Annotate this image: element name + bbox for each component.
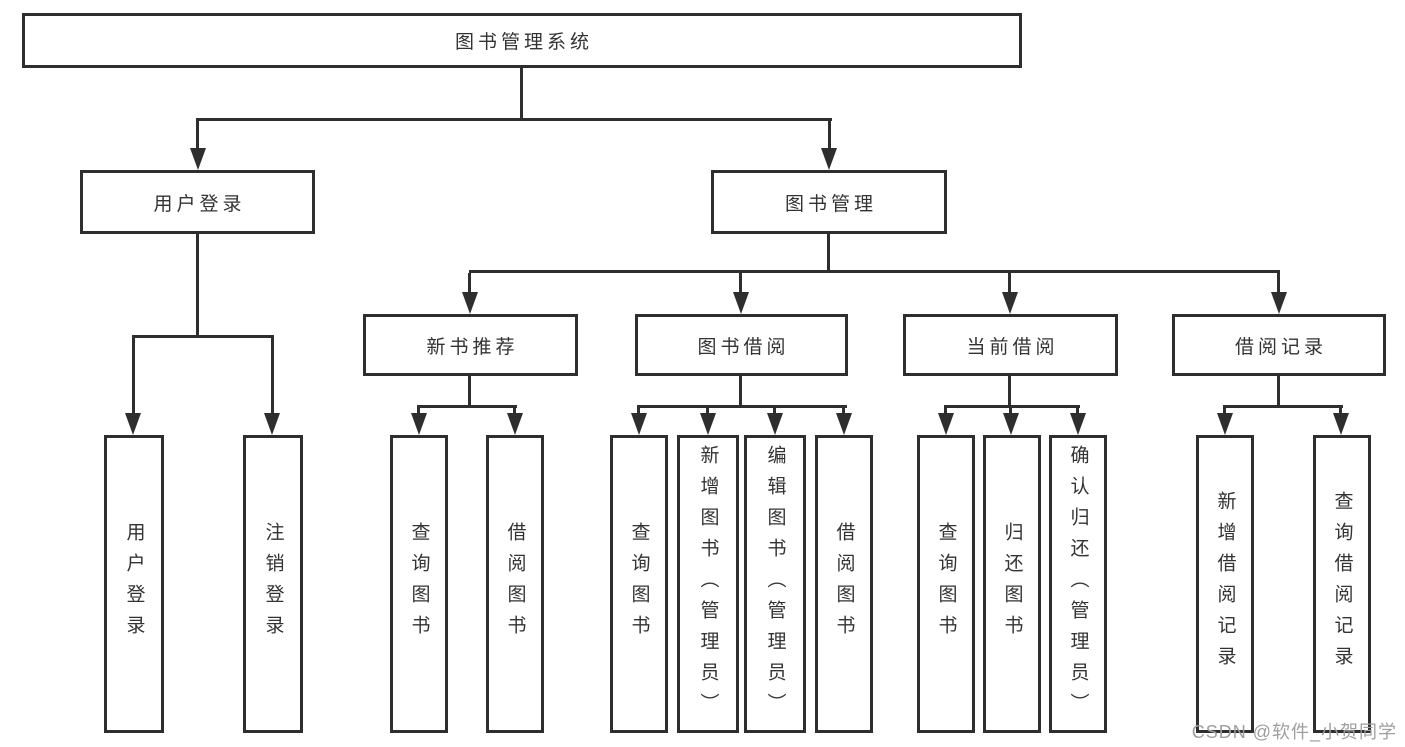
arrowhead-down-icon (836, 413, 852, 435)
connector-stem (1223, 408, 1226, 415)
connector-book-mgmt-vertical (827, 234, 830, 272)
connector-stem (1008, 273, 1011, 294)
arrowhead-down-icon (125, 413, 141, 435)
connector-stem (739, 273, 742, 294)
connector-stem (1076, 408, 1079, 415)
connector-current-vertical (1008, 376, 1011, 407)
node-book-management: 图书管理 (711, 170, 947, 234)
leaf-user-login: 用户登录 (104, 435, 164, 733)
connector-stem (828, 121, 831, 150)
leaf-newbook-query: 查询图书 (390, 435, 448, 733)
connector-current-horizontal (944, 405, 1080, 408)
leaf-records-add: 新增借阅记录 (1196, 435, 1254, 733)
csdn-watermark: CSDN @软件_小贺同学 (1191, 722, 1397, 742)
leaf-borrow-edit-admin: 编辑图书（管理员） (744, 435, 806, 733)
node-current-borrow: 当前借阅 (903, 314, 1118, 376)
arrowhead-down-icon (938, 413, 954, 435)
arrowhead-down-icon (462, 292, 478, 314)
connector-stem (132, 338, 135, 415)
arrowhead-down-icon (1002, 292, 1018, 314)
connector-stem (637, 408, 640, 415)
leaf-label: 查询图书 (628, 522, 650, 646)
connector-new-book-horizontal (417, 405, 517, 408)
leaf-records-query: 查询借阅记录 (1313, 435, 1371, 733)
leaf-label: 注销登录 (262, 522, 284, 646)
connector-stem (513, 408, 516, 415)
connector-stem (706, 408, 709, 415)
leaf-borrow-borrow: 借阅图书 (815, 435, 873, 733)
leaf-label: 编辑图书（管理员） (764, 444, 786, 724)
connector-stem (468, 273, 471, 294)
leaf-borrow-add-admin: 新增图书（管理员） (677, 435, 739, 733)
connector-borrow-horizontal (637, 405, 847, 408)
connector-stem (944, 408, 947, 415)
connector-stem (417, 408, 420, 415)
connector-root-horizontal (196, 118, 832, 121)
connector-stem (1339, 408, 1342, 415)
leaf-label: 借阅图书 (833, 522, 855, 646)
leaf-current-confirm-admin: 确认归还（管理员） (1049, 435, 1107, 733)
leaf-label: 借阅图书 (504, 522, 526, 646)
connector-stem (1277, 273, 1280, 294)
connector-book-mgmt-horizontal (469, 270, 1280, 273)
node-root: 图书管理系统 (22, 13, 1022, 68)
node-user-login: 用户登录 (80, 170, 315, 234)
leaf-current-return: 归还图书 (983, 435, 1041, 733)
connector-new-book-vertical (468, 376, 471, 407)
arrowhead-down-icon (733, 292, 749, 314)
leaf-label: 查询图书 (408, 522, 430, 646)
arrowhead-down-icon (631, 413, 647, 435)
connector-borrow-vertical (739, 376, 742, 407)
leaf-current-query: 查询图书 (917, 435, 975, 733)
leaf-logout: 注销登录 (243, 435, 303, 733)
arrowhead-down-icon (1217, 413, 1233, 435)
arrowhead-down-icon (1003, 413, 1019, 435)
arrowhead-down-icon (1333, 413, 1349, 435)
connector-stem (842, 408, 845, 415)
arrowhead-down-icon (411, 413, 427, 435)
arrowhead-down-icon (700, 413, 716, 435)
arrowhead-down-icon (821, 148, 837, 170)
connector-stem (773, 408, 776, 415)
arrowhead-down-icon (507, 413, 523, 435)
node-book-borrow: 图书借阅 (635, 314, 848, 376)
connector-stem (196, 121, 199, 150)
arrowhead-down-icon (264, 413, 280, 435)
connector-stem (1009, 408, 1012, 415)
node-borrow-records: 借阅记录 (1172, 314, 1386, 376)
connector-root-vertical (520, 68, 523, 120)
arrowhead-down-icon (190, 148, 206, 170)
connector-user-login-vertical (196, 234, 199, 337)
node-new-book-recommend: 新书推荐 (363, 314, 578, 376)
leaf-borrow-query: 查询图书 (610, 435, 668, 733)
leaf-label: 确认归还（管理员） (1067, 444, 1089, 724)
connector-user-login-horizontal (132, 335, 274, 338)
leaf-label: 查询图书 (935, 522, 957, 646)
leaf-newbook-borrow: 借阅图书 (486, 435, 544, 733)
leaf-label: 查询借阅记录 (1331, 491, 1353, 677)
leaf-label: 用户登录 (123, 522, 145, 646)
connector-records-horizontal (1223, 405, 1343, 408)
leaf-label: 新增借阅记录 (1214, 491, 1236, 677)
leaf-label: 归还图书 (1001, 522, 1023, 646)
arrowhead-down-icon (1070, 413, 1086, 435)
arrowhead-down-icon (1271, 292, 1287, 314)
leaf-label: 新增图书（管理员） (697, 444, 719, 724)
connector-records-vertical (1277, 376, 1280, 407)
connector-stem (271, 338, 274, 415)
arrowhead-down-icon (767, 413, 783, 435)
